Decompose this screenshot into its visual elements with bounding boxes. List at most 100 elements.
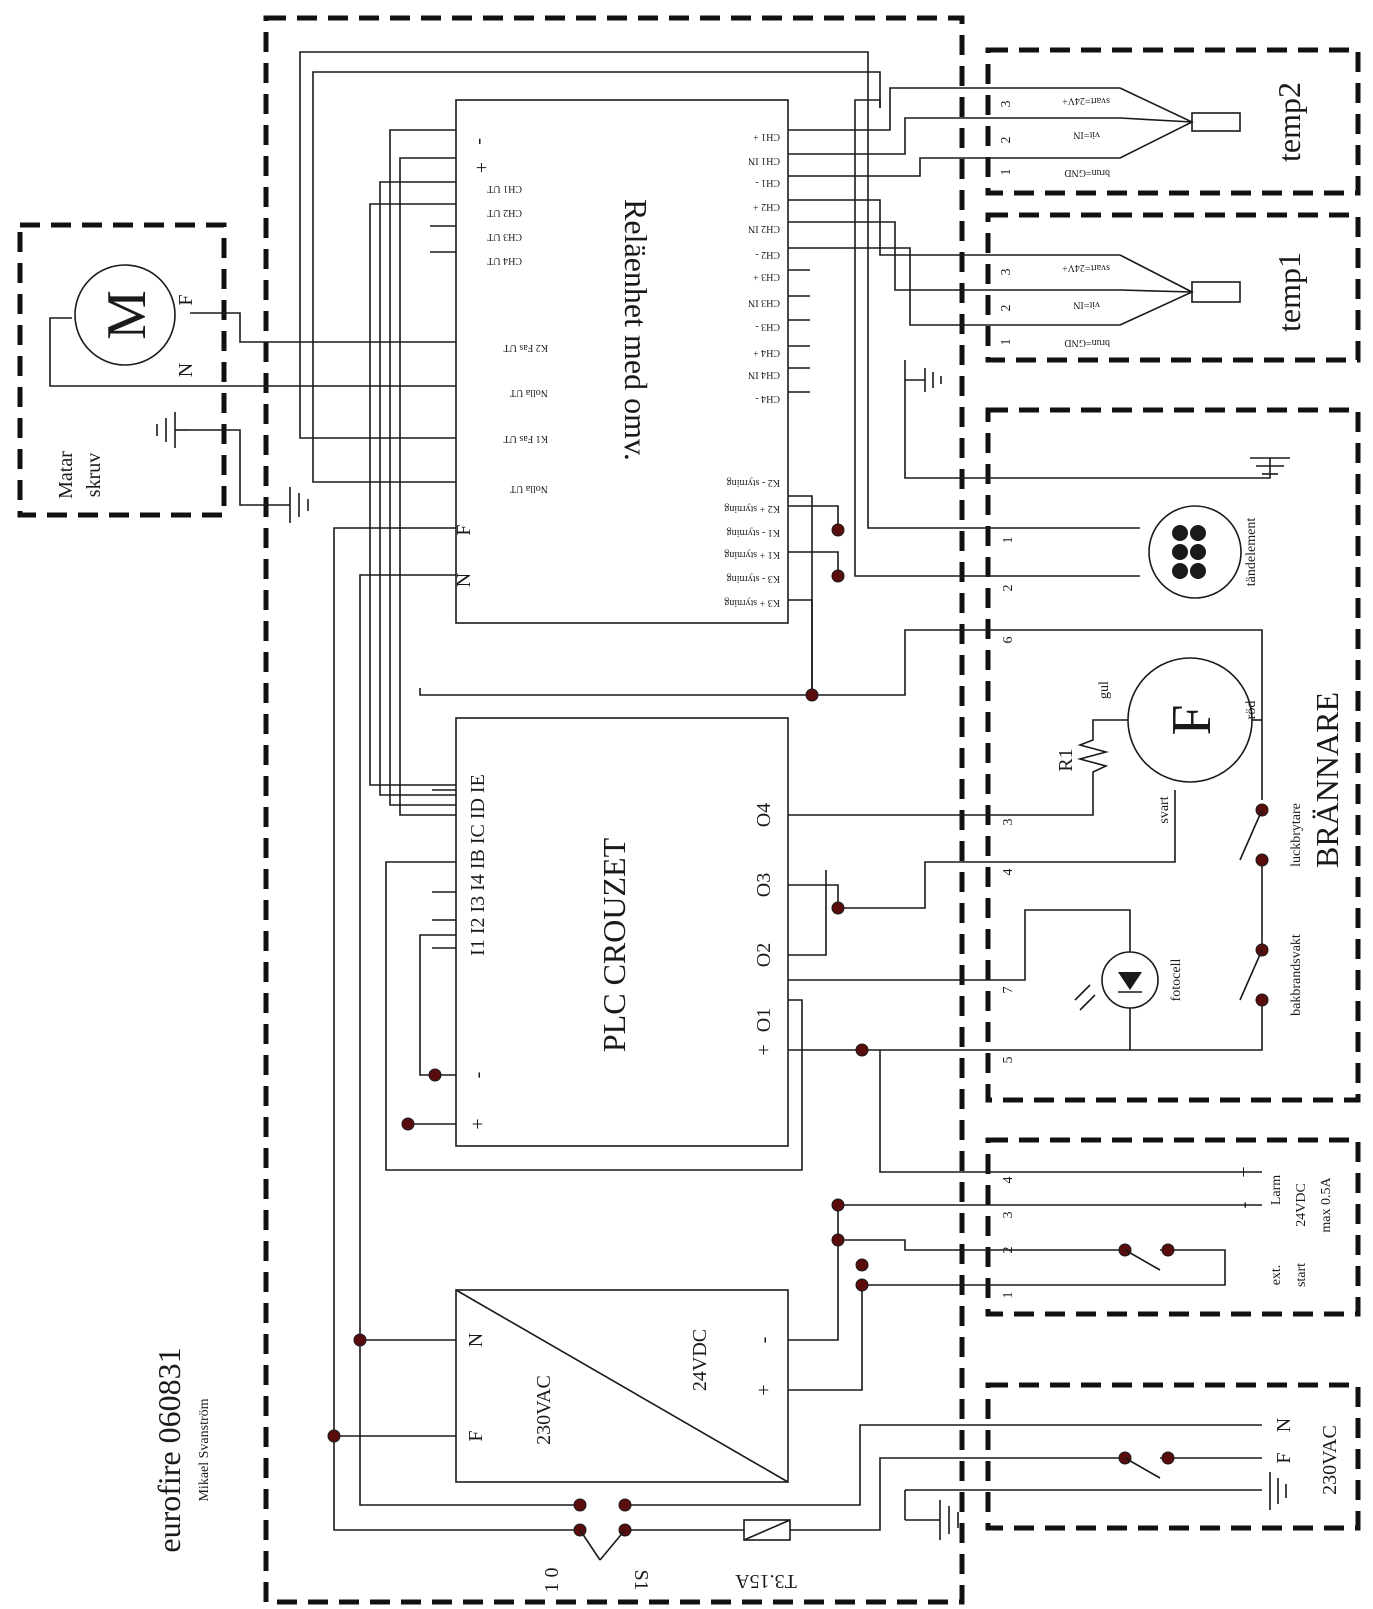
- temp1-wire-white: vit=IN: [1073, 299, 1100, 310]
- alarm-terminal-number: 1: [1001, 1292, 1016, 1299]
- switch-positions: 1 0: [541, 1568, 563, 1593]
- motor-caption-1: Matar: [55, 451, 77, 499]
- door-switch-label: luckbrytare: [1289, 803, 1304, 867]
- alarm-terminal-number: 2: [1001, 1247, 1016, 1254]
- motor-ground-icon: [156, 412, 190, 448]
- relay-out-k2: K2 Fas UT: [504, 342, 548, 353]
- burner-terminal-number: 4: [1001, 869, 1016, 876]
- relay-control-pin: K3 + styrning: [724, 597, 780, 608]
- relay-pin-f: F: [453, 524, 475, 535]
- ext-start-label-2: start: [1294, 1263, 1309, 1287]
- relay-control-pin: K1 + styrning: [724, 549, 780, 560]
- main-cabinet-outline: [263, 15, 965, 1605]
- igniter-label: tändelement: [1244, 518, 1259, 587]
- plc-title: PLC CROUZET: [596, 837, 632, 1052]
- motor-caption-2: skruv: [83, 453, 105, 497]
- relay-ch-pin: CH3 +: [753, 271, 780, 282]
- motor-symbol: M F N Matar skruv: [55, 264, 309, 523]
- relay-control-pins: K2 - styrning K2 + styrning K1 - styrningK…: [724, 477, 780, 608]
- relay-pin-ch3ut: CH3 UT: [487, 231, 522, 242]
- fan-wire-black: svart: [1157, 796, 1172, 823]
- temp1-pin-3: 3: [999, 269, 1014, 276]
- burner: BRÄNNARE tändelement F gul röd svart R1 …: [1001, 457, 1345, 1064]
- motor-pin-f: F: [175, 294, 197, 305]
- plc-out-o2: O2: [753, 943, 775, 967]
- relay-control-pin: K1 - styrning: [727, 527, 780, 538]
- motor-letter: M: [96, 290, 158, 340]
- mains-label: 230VAC: [1319, 1425, 1341, 1495]
- ground-icon: [905, 368, 942, 392]
- burner-terminal-number: 6: [1001, 637, 1016, 644]
- relay-pin-ch4ut: CH4 UT: [487, 255, 522, 266]
- relay-out-n1: Nolla UT: [510, 387, 548, 398]
- mains-ground-icon: [1269, 1472, 1287, 1510]
- alarm-plus: +: [1233, 1166, 1255, 1177]
- temp2-title: temp2: [1271, 82, 1307, 162]
- psu-pin-plus: +: [753, 1384, 775, 1395]
- temp2-pin-1: 1: [999, 169, 1014, 176]
- mains-input: N F 230VAC: [905, 1418, 1341, 1540]
- plc-out-o1: O1: [753, 1008, 775, 1032]
- alarm-voltage: 24VDC: [1294, 1183, 1309, 1227]
- relay-pin-n: N: [453, 573, 475, 587]
- relay-ch-pin: CH4 IN: [748, 369, 780, 380]
- alarm-minus: -: [1233, 1202, 1255, 1209]
- temp2-wire-brown: brun=GND: [1064, 167, 1110, 178]
- plc-out-o4: O4: [753, 803, 775, 827]
- psu-ac-label: 230VAC: [533, 1375, 555, 1445]
- fan-symbol: F gul röd svart R1: [1055, 657, 1262, 824]
- relay-control-pin: K2 + styrning: [724, 503, 780, 514]
- backfire-guard-label: bakbrandsvakt: [1289, 934, 1304, 1016]
- temp2-pin-2: 2: [999, 137, 1014, 144]
- motor-pin-n: N: [175, 363, 197, 377]
- temp1-wire-black: svart=24V+: [1062, 262, 1110, 273]
- temp1-sensor: temp1 3 2 1 svart=24V+ vit=IN brun=GND: [999, 252, 1307, 348]
- mains-pin-f: F: [1273, 1452, 1295, 1463]
- plc-out-o3: O3: [753, 873, 775, 897]
- switch-label: S1: [630, 1569, 652, 1590]
- plc-supply-plus: +: [467, 1118, 489, 1129]
- relay-pin-plus: +: [470, 162, 492, 173]
- plc-inputs-label: I1 I2 I3 I4 IB IC ID IE: [467, 774, 489, 956]
- relay-labels: Reläenhet med omv. - + CH1 UT CH2 UT CH3…: [453, 138, 654, 587]
- mains-box-outline: [985, 1382, 1361, 1531]
- temp1-box-outline: [985, 212, 1361, 363]
- relay-control-pin: K3 - styrning: [727, 573, 780, 584]
- relay-ch-pin: CH3 IN: [748, 297, 780, 308]
- drawing-author: Mikael Svanström: [197, 1398, 212, 1501]
- relay-ch-pin: CH1 IN: [748, 155, 780, 166]
- relay-out-n2: Nolla UT: [510, 483, 548, 494]
- alarm-terminal-number: 3: [1001, 1212, 1016, 1219]
- burner-terminal-number: 2: [1001, 585, 1016, 592]
- junction-dots: [327, 523, 1269, 1537]
- temp1-pin-2: 2: [999, 305, 1014, 312]
- cabinet-ground-icon: [289, 487, 309, 523]
- drawing-title: eurofire 060831: [151, 1347, 187, 1552]
- burner-terminal-number: 5: [1001, 1057, 1016, 1064]
- psu-pin-f: F: [465, 1430, 487, 1441]
- burner-ground-icon: [1250, 457, 1290, 475]
- motor-box-outline: [17, 222, 227, 518]
- burner-box-outline: [985, 407, 1361, 1103]
- mains-pin-n: N: [1273, 1418, 1295, 1432]
- wiring: [49, 51, 1271, 1531]
- plc-supply-minus: -: [467, 1072, 489, 1079]
- plc-out-plus: +: [753, 1044, 775, 1055]
- temp1-wire-brown: brun=GND: [1064, 337, 1110, 348]
- photocell-label: fotocell: [1169, 959, 1184, 1002]
- fuse-symbol: T3.15A: [735, 1519, 797, 1592]
- temp2-sensor-element: [1191, 112, 1241, 132]
- power-supply-diagonal: [455, 1289, 789, 1483]
- alarm-label: Larm: [1269, 1175, 1284, 1205]
- relay-ch-pin: CH1 +: [753, 131, 780, 142]
- burner-terminal-number: 7: [1001, 987, 1016, 994]
- resistor-label: R1: [1055, 748, 1077, 771]
- relay-control-pin: K2 - styrning: [727, 477, 780, 488]
- photocell-symbol: fotocell: [1074, 951, 1184, 1011]
- relay-ch-pin: CH2 -: [755, 249, 780, 260]
- burner-terminal-number: 1: [1001, 537, 1016, 544]
